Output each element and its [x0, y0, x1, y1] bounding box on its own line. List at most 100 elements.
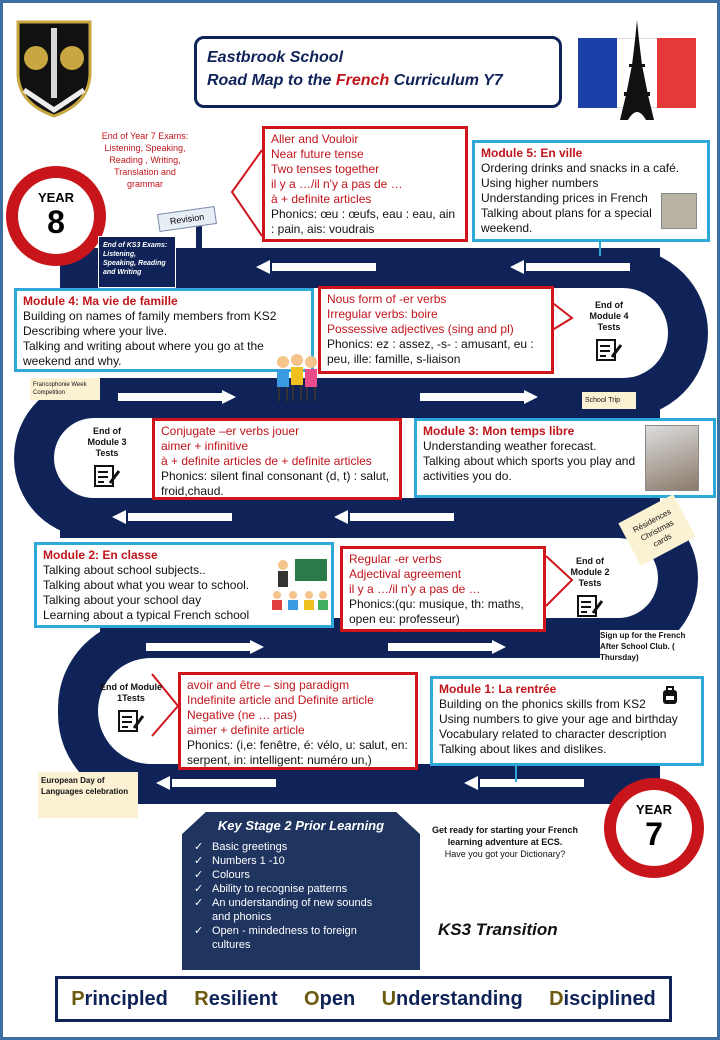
- tests-label: End of Module 4 Tests: [589, 300, 629, 332]
- header-box: Eastbrook School Road Map to the French …: [194, 36, 562, 108]
- arrow-right: [388, 640, 508, 654]
- arrow-left: [256, 260, 376, 274]
- french-flag: [578, 20, 696, 120]
- get-ready-note: Get ready for starting your French learn…: [426, 824, 584, 860]
- ks2-item-text: Ability to recognise patterns: [212, 883, 348, 895]
- module-line: Talking and writing about where you go a…: [23, 339, 264, 368]
- grammar-box-module-4: Nous form of -er verbs Irregular verbs: …: [318, 286, 554, 374]
- grammar-point: à + definite articles de + definite arti…: [161, 454, 372, 468]
- grammar-point: Aller and Vouloir: [271, 132, 359, 146]
- get-ready-line: Get ready for starting your French learn…: [431, 825, 579, 847]
- value-rest: rincipled: [84, 987, 168, 1010]
- module-line: Learning about a typical French school: [43, 608, 250, 622]
- module-2-box: Module 2: En classe Talking about school…: [34, 542, 334, 628]
- value-initial: O: [304, 987, 320, 1010]
- arrow-right: [146, 640, 266, 654]
- phonics-text: Phonics: silent final consonant (d, t) :…: [161, 469, 390, 498]
- module-title: Module 3: Mon temps libre: [423, 424, 575, 438]
- module-line: Using higher numbers: [481, 176, 599, 190]
- module-title: Module 5: En ville: [481, 146, 583, 160]
- module-line: Understanding prices in French: [481, 191, 648, 205]
- school-name: Eastbrook School: [207, 49, 344, 66]
- francophonie-note: Francophonie Week Competition: [30, 378, 100, 400]
- year-8-badge: YEAR 8: [6, 166, 106, 266]
- sport-image: [645, 425, 699, 491]
- value-principled: Principled: [71, 988, 168, 1011]
- ks2-item: ✓ Basic greetings: [194, 840, 408, 854]
- end-of-module-3-tests: End of Module 3 Tests: [82, 426, 132, 487]
- title-pre: Road Map to the: [207, 72, 336, 89]
- arrow-left: [112, 510, 232, 524]
- module-line: Building on the phonics skills from KS2: [439, 697, 646, 711]
- phonics-text: Phonics: ez : assez, -s- : amusant, eu :…: [327, 337, 534, 366]
- end-of-module-2-tests: End of Module 2 Tests: [566, 556, 614, 617]
- grammar-box-module-2: Regular -er verbs Adjectival agreement i…: [340, 546, 546, 632]
- grammar-point: aimer + infinitive: [161, 439, 249, 453]
- grammar-point: Adjectival agreement: [349, 567, 462, 581]
- value-initial: R: [194, 987, 209, 1010]
- value-rest: esilient: [208, 987, 278, 1010]
- phonics-text: Phonics:(qu: musique, th: maths, open eu…: [349, 597, 524, 626]
- value-rest: pen: [319, 987, 356, 1010]
- grammar-box-module-3: Conjugate –er verbs jouer aimer + infini…: [152, 418, 402, 500]
- grammar-box-module-1: avoir and être – sing paradigm Indefinit…: [178, 672, 418, 770]
- ks2-item: ✓Open - mindedness to foreign cultures: [194, 924, 408, 952]
- eiffel-tower-icon: [620, 20, 654, 120]
- school-trip-note: School Trip: [582, 392, 636, 409]
- module-line: Ordering drinks and snacks in a café.: [481, 161, 680, 175]
- module-line: Describing where your live.: [23, 324, 168, 338]
- value-rest: isciplined: [563, 987, 656, 1010]
- year7-exams-note: End of Year 7 Exams: Listening, Speaking…: [101, 131, 189, 189]
- ks3-exams-note: End of KS3 Exams: Listening, Speaking, R…: [98, 236, 176, 288]
- grammar-box-top: Aller and Vouloir Near future tense Two …: [262, 126, 468, 242]
- module-line: Vocabulary related to character descript…: [439, 727, 667, 741]
- title-french: French: [335, 72, 390, 89]
- check-icon: ✓: [194, 841, 204, 853]
- check-icon: ✓: [194, 855, 204, 867]
- grammar-point: avoir and être – sing paradigm: [187, 678, 350, 692]
- ks3-transition-label: KS3 Transition: [438, 920, 558, 939]
- value-initial: U: [381, 987, 397, 1010]
- module-line: Using numbers to give your age and birth…: [439, 712, 678, 726]
- module-3-box: Module 3: Mon temps libre Understanding …: [414, 418, 716, 498]
- module-title: Module 1: La rentrée: [439, 682, 557, 696]
- year-label: YEAR: [635, 802, 673, 817]
- module-title: Module 2: En classe: [43, 548, 158, 562]
- arrow-left: [334, 510, 454, 524]
- grammar-point: Negative (ne … pas): [187, 708, 298, 722]
- grammar-point: Regular -er verbs: [349, 552, 442, 566]
- cafe-building-image: [661, 193, 697, 229]
- module-5-box: Module 5: En ville Ordering drinks and s…: [472, 140, 710, 242]
- grammar-point: Indefinite article and Definite article: [187, 693, 374, 707]
- ks2-title: Key Stage 2 Prior Learning: [217, 818, 385, 833]
- ks2-item: ✓ Numbers 1 -10: [194, 854, 408, 868]
- module-line: Talking about what you wear to school.: [43, 578, 250, 592]
- year-number: 8: [47, 204, 65, 240]
- tests-label: End of Module 2 Tests: [570, 556, 610, 588]
- module-line: Talking about plans for a special weeken…: [481, 206, 652, 235]
- grammar-point: à + definite articles: [271, 192, 372, 206]
- checklist-icon: [577, 595, 603, 617]
- year-7-badge: YEAR 7: [604, 778, 704, 878]
- check-icon: ✓: [194, 897, 204, 909]
- module-line: Building on names of family members from…: [23, 309, 277, 323]
- check-icon: ✓: [194, 869, 204, 881]
- dictionary-line: Have you got your Dictionary?: [444, 849, 566, 859]
- grammar-point: Irregular verbs: boire: [327, 307, 438, 321]
- tests-label: End of Module 1Tests: [100, 682, 162, 703]
- ks2-item-text: Open - mindedness to foreign cultures: [212, 925, 357, 951]
- value-resilient: Resilient: [194, 988, 277, 1011]
- ks2-item-text: Numbers 1 -10: [212, 855, 285, 867]
- module-line: Understanding weather forecast.: [423, 439, 597, 453]
- after-school-note: Sign up for the French After School Club…: [600, 630, 700, 663]
- ks2-item-text: Basic greetings: [212, 841, 288, 853]
- phonics-text: Phonics: œu : œufs, eau : eau, ain : pai…: [271, 207, 456, 236]
- ks2-item: ✓ Ability to recognise patterns: [194, 882, 408, 896]
- module-title: Module 4: Ma vie de famille: [23, 294, 178, 308]
- european-day-note: European Day of Languages celebration: [38, 772, 138, 818]
- module-line: Talking about school subjects..: [43, 563, 206, 577]
- grammar-point: Conjugate –er verbs jouer: [161, 424, 300, 438]
- children-icon: [274, 352, 320, 404]
- check-icon: ✓: [194, 883, 204, 895]
